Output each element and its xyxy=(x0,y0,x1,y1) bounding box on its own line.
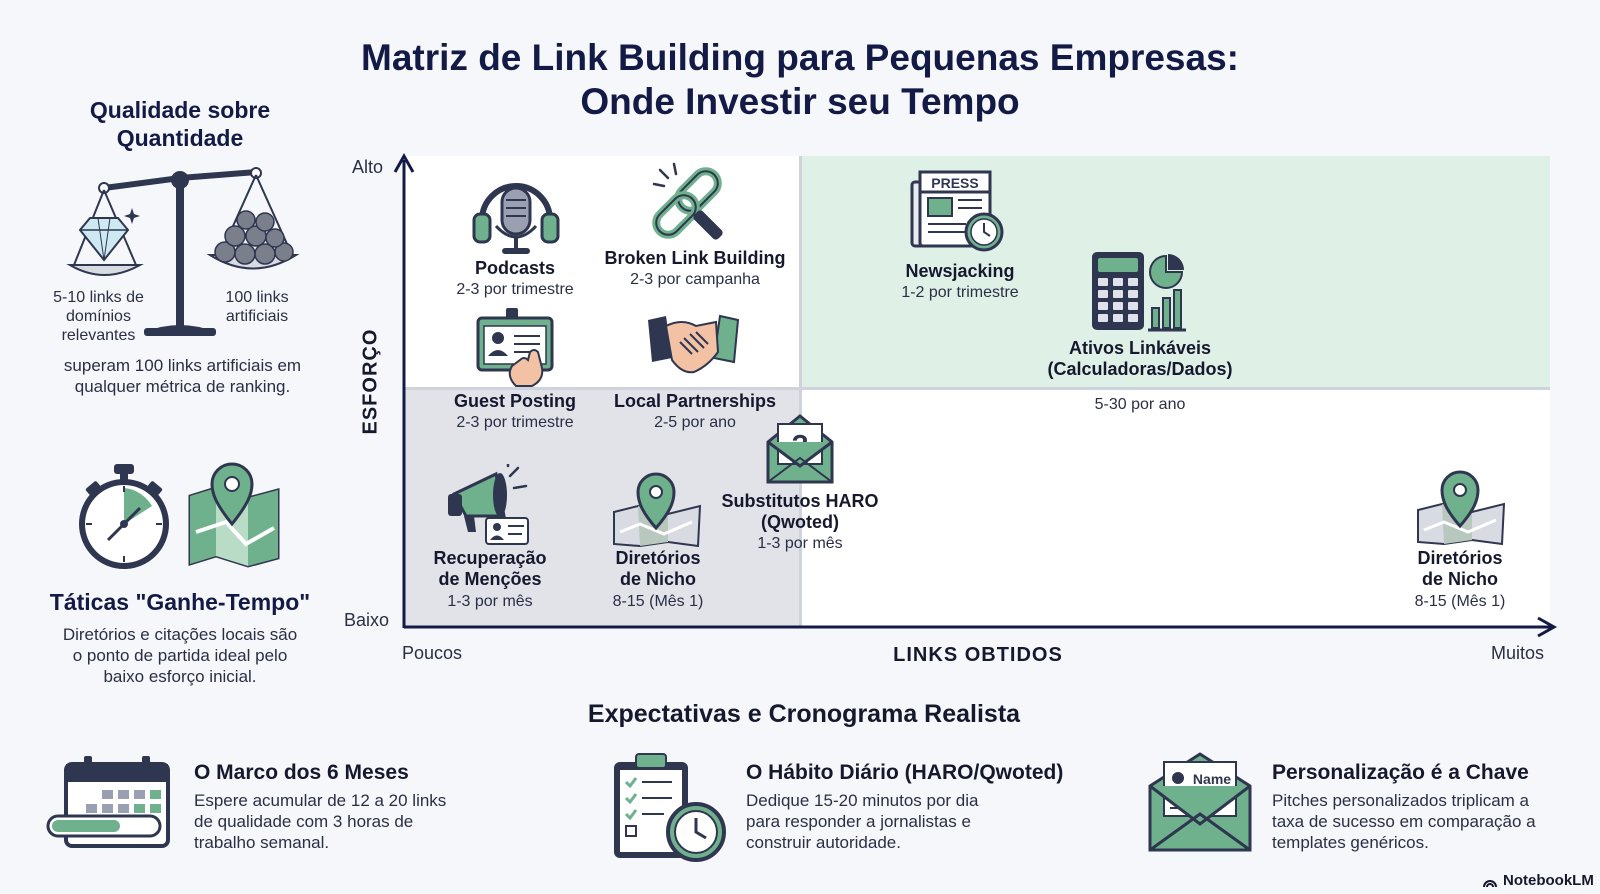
tactics-heading: Táticas "Ganhe-Tempo" xyxy=(49,589,311,615)
axes xyxy=(393,152,1558,638)
podcast-microphone-icon xyxy=(472,183,560,254)
calculator-chart-icon xyxy=(1092,252,1186,332)
y-axis-title: ESFORÇO xyxy=(359,328,382,435)
quality-text: superam 100 links artificiais em qualque… xyxy=(63,356,302,396)
item-podcasts-name: Podcasts xyxy=(474,258,556,278)
item-ativos-name: Ativos Linkáveis (Calculadoras/Dados) xyxy=(1047,338,1233,379)
press-newspaper-icon: PRESS xyxy=(910,170,1004,252)
item-broken-freq: 2-3 por campanha xyxy=(630,271,760,288)
card-2-title: O Hábito Diário (HARO/Qwoted) xyxy=(746,761,1064,784)
item-local-freq: 2-5 por ano xyxy=(654,414,736,431)
svg-text:PRESS: PRESS xyxy=(931,175,978,191)
expectations-heading: Expectativas e Cronograma Realista xyxy=(587,700,1021,728)
card-3-title: Personalização é a Chave xyxy=(1272,761,1529,784)
item-niche1-name: Diretórios de Nicho xyxy=(615,548,701,589)
item-niche2-freq: 8-15 (Mês 1) xyxy=(1414,593,1506,610)
notebooklm-logo: NotebookLM xyxy=(1482,872,1594,889)
item-newsjacking-freq: 1-2 por trimestre xyxy=(901,284,1019,301)
item-guest-freq: 2-3 por trimestre xyxy=(456,414,574,431)
clipboard-clock-icon xyxy=(614,753,726,862)
calendar-progress-icon xyxy=(46,756,170,848)
item-haro-name: Substitutos HARO (Qwoted) xyxy=(721,491,879,532)
item-guest-name: Guest Posting xyxy=(453,391,576,411)
stopwatch-icon xyxy=(79,464,169,569)
name-envelope-icon: Name xyxy=(1148,752,1252,852)
quality-heading: Qualidade sobre Quantidade xyxy=(89,97,271,151)
notebooklm-logo-icon xyxy=(1483,879,1497,887)
card-2-text: Dedique 15-20 minutos por dia para respo… xyxy=(746,791,979,852)
item-niche2-name: Diretórios de Nicho xyxy=(1417,548,1503,589)
map-pin-icon xyxy=(1417,470,1506,546)
handshake-icon xyxy=(648,314,740,374)
question-envelope-icon: ? xyxy=(766,414,834,484)
quality-right-label: 100 links artificiais xyxy=(225,289,289,325)
megaphone-icon xyxy=(448,464,529,545)
balance-scale-icon xyxy=(66,167,300,336)
notebooklm-logo-text: NotebookLM xyxy=(1503,872,1594,889)
item-broken-name: Broken Link Building xyxy=(604,248,786,268)
quality-left-label: 5-10 links de domínios relevantes xyxy=(53,289,144,344)
card-1-title: O Marco dos 6 Meses xyxy=(194,761,409,784)
x-axis-low-label: Poucos xyxy=(402,643,463,663)
item-niche1-freq: 8-15 (Mês 1) xyxy=(612,593,704,610)
item-local-name: Local Partnerships xyxy=(613,391,777,411)
quadrant-bottom-right xyxy=(800,388,1550,626)
y-axis-high-label: Alto xyxy=(352,157,384,177)
map-pin-icon xyxy=(613,472,702,548)
tactics-text: Diretórios e citações locais são o ponto… xyxy=(62,625,298,686)
item-mentions-freq: 1-3 por mês xyxy=(447,593,533,610)
y-axis-low-label: Baixo xyxy=(344,610,390,630)
svg-text:Name: Name xyxy=(1193,771,1231,787)
item-ativos-freq: 5-30 por ano xyxy=(1094,396,1186,413)
x-axis-high-label: Muitos xyxy=(1491,643,1545,663)
item-haro-freq: 1-3 por mês xyxy=(757,535,843,552)
card-1-text: Espere acumular de 12 a 20 links de qual… xyxy=(194,791,447,852)
item-newsjacking-name: Newsjacking xyxy=(905,261,1015,281)
vertical-divider xyxy=(799,156,802,626)
map-pin-icon xyxy=(188,462,280,568)
page-title: Matriz de Link Building para Pequenas Em… xyxy=(361,37,1239,122)
broken-chain-icon xyxy=(652,162,723,240)
item-podcasts-freq: 2-3 por trimestre xyxy=(456,281,574,298)
horizontal-divider xyxy=(404,387,1550,390)
id-card-icon xyxy=(476,308,554,387)
x-axis-title: LINKS OBTIDOS xyxy=(893,644,1063,666)
item-mentions-name: Recuperação de Menções xyxy=(433,548,547,589)
card-3-text: Pitches personalizados triplicam a taxa … xyxy=(1272,791,1536,852)
